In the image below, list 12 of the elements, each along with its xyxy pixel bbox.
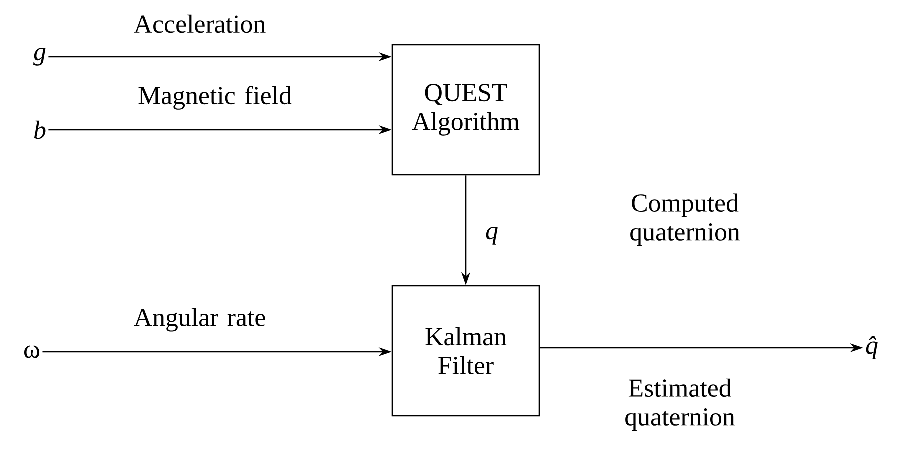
signal-symbol: ω: [24, 346, 40, 358]
edge-label: Magnetic field: [138, 86, 292, 110]
edge-label: Angular rate: [134, 308, 266, 332]
signal-label: Computed quaternion: [630, 194, 740, 246]
edge-label: Acceleration: [134, 14, 266, 34]
signal-symbol: q̂: [866, 336, 878, 360]
edge-label: q: [486, 227, 498, 245]
signal-symbol: b: [34, 120, 46, 140]
process-box: Kalman Filter: [392, 285, 540, 417]
signal-symbol: g: [34, 48, 46, 66]
process-box: QUEST Algorithm: [392, 44, 540, 176]
edge-label: Estimated quaternion: [626, 378, 736, 432]
